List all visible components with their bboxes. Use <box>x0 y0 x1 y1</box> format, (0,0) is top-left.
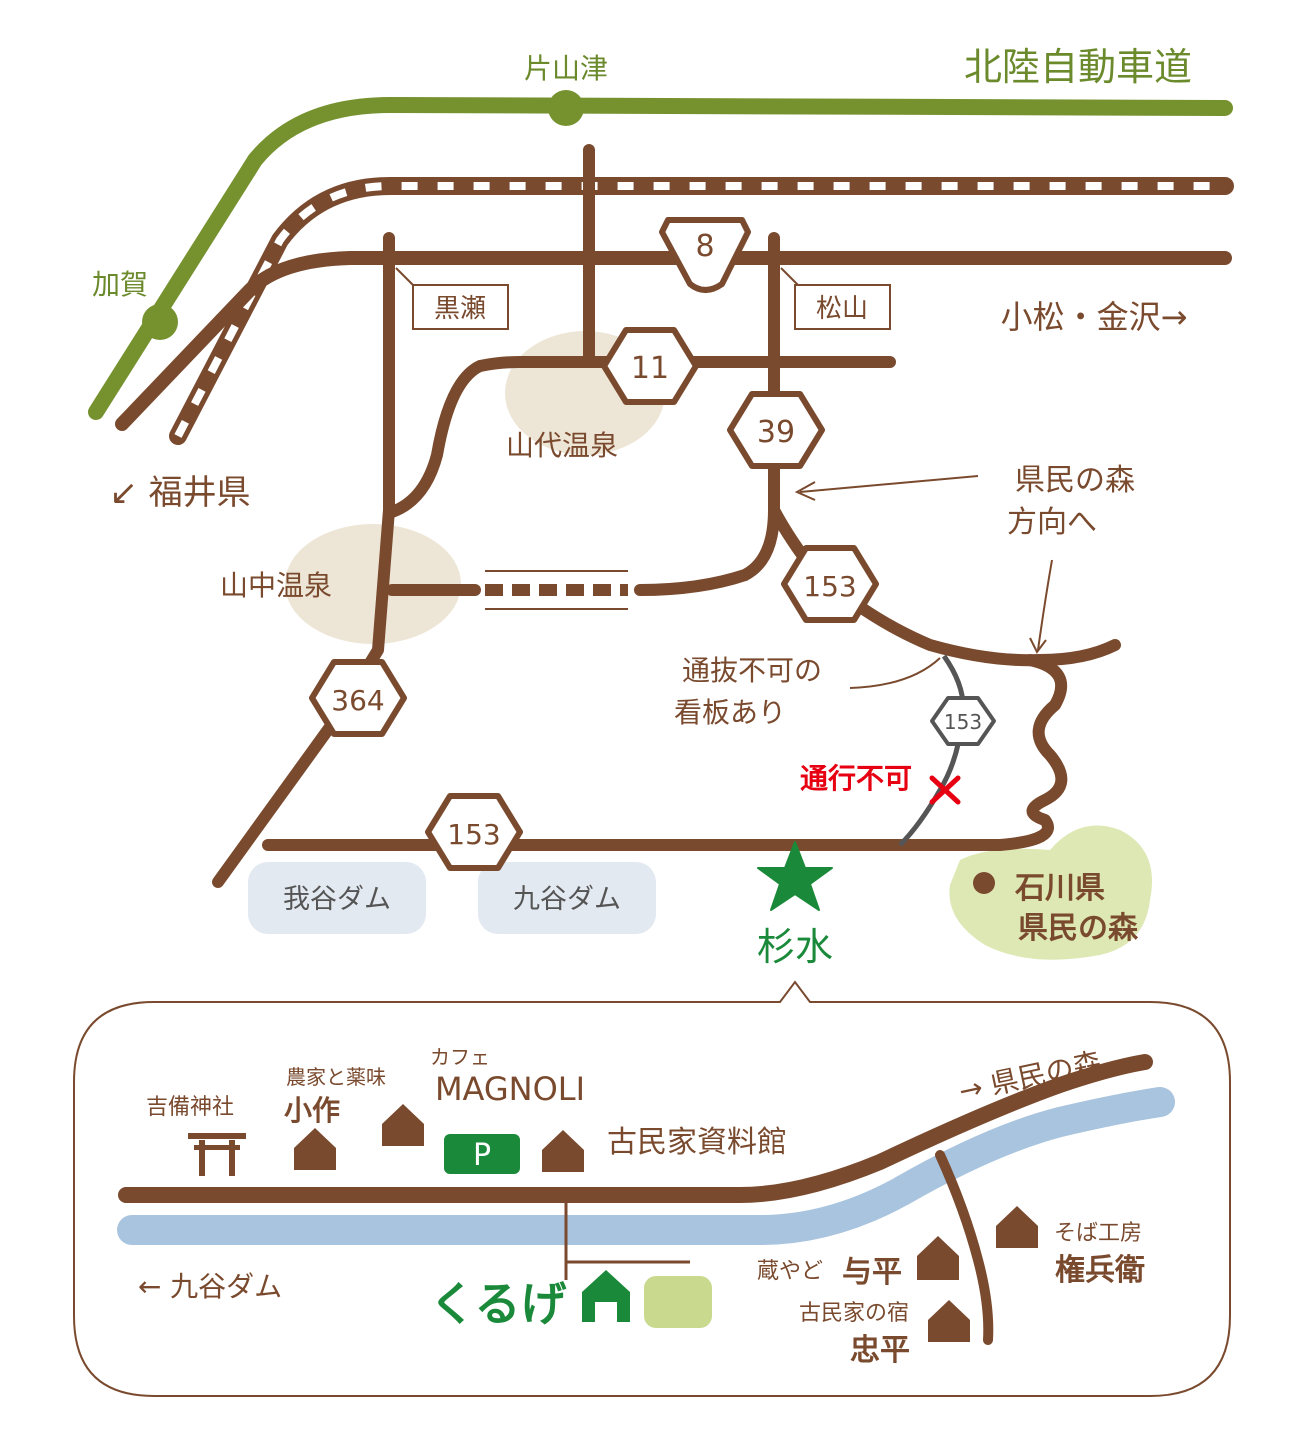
no-pass-label: 通行不可 <box>800 762 912 795</box>
gonbee-house-icon <box>996 1206 1038 1248</box>
museum-house-icon <box>542 1130 584 1172</box>
yamanaka-rail-bridge <box>485 570 628 610</box>
kurose-sign: 黒瀬 <box>395 267 509 330</box>
route-153-north-label: 153 <box>803 570 856 603</box>
gonbee-label: 権兵衛 <box>1055 1253 1145 1288</box>
parking-sign <box>444 1134 520 1174</box>
forest-marker <box>973 872 995 894</box>
no-through-line2: 看板あり <box>674 696 786 729</box>
soba-sub-label: そば工房 <box>1054 1221 1142 1246</box>
kurage-house-icon <box>582 1270 630 1322</box>
route-153-small-label: 153 <box>944 710 982 734</box>
route-153-north-shield: 153 <box>781 545 879 623</box>
closed-road <box>898 654 966 847</box>
kurose-road <box>212 232 395 888</box>
matsuyama-sign: 松山 <box>780 267 891 330</box>
route-11-label: 11 <box>631 351 669 386</box>
railway <box>169 177 1234 445</box>
kaga-ic-marker <box>142 304 178 340</box>
route-8-label: 8 <box>695 229 714 264</box>
forest-line1: 石川県 <box>1014 871 1105 906</box>
yohei-label: 与平 <box>842 1255 902 1290</box>
fukui-label: ↙ 福井県 <box>109 473 250 513</box>
museum-label: 古民家資料館 <box>607 1125 787 1160</box>
kurage-label: くるげ <box>429 1277 566 1331</box>
expressway-line <box>88 96 1233 420</box>
chuhei-house-icon <box>928 1300 970 1342</box>
kutani-dam-label: 九谷ダム <box>513 884 621 915</box>
yohei-sub-label: 蔵やど <box>757 1259 823 1284</box>
route-364-label: 364 <box>331 684 384 717</box>
route-153-small-shield: 153 <box>930 696 996 746</box>
route-39-shield: 39 <box>727 391 825 469</box>
chuhei-label: 忠平 <box>850 1333 910 1368</box>
kenmin-pointer-arrowhead <box>794 481 816 501</box>
kibi-shrine-label: 吉備神社 <box>146 1095 234 1120</box>
kurage-lot <box>644 1276 712 1328</box>
route-39-label: 39 <box>757 415 795 450</box>
kurage-access-road <box>564 1203 690 1280</box>
forest-area <box>949 825 1152 960</box>
kenmin-pointer-line <box>799 475 979 493</box>
forest-road <box>894 654 1068 851</box>
no-through-pointer-line <box>849 657 941 689</box>
forest-line2: 県民の森 <box>1018 911 1139 946</box>
magnoli-house-icon <box>382 1104 424 1146</box>
yamanaka-label: 山中温泉 <box>220 569 332 602</box>
expressway-name: 北陸自動車道 <box>964 45 1192 89</box>
route-153-south-shield: 153 <box>425 793 523 871</box>
wagatani-dam-label: 我谷ダム <box>283 884 391 915</box>
kutani-dam-area <box>478 862 656 934</box>
yohei-house-icon <box>917 1236 959 1280</box>
kenmin-pointer-line-2 <box>1037 559 1053 651</box>
kenmin-direction-line1: 県民の森 <box>1015 463 1135 498</box>
cafe-sub-label: カフェ <box>430 1045 490 1069</box>
kosaku-sub-label: 農家と薬味 <box>286 1065 386 1089</box>
sugimizu-label: 杉水 <box>757 925 833 969</box>
kibi-shrine-torii-icon <box>188 1133 246 1176</box>
to-kutani-label: ← 九谷ダム <box>138 1270 282 1303</box>
no-pass-x-icon <box>929 775 961 805</box>
route-8-road <box>115 251 1232 431</box>
sugimizu-star-icon <box>757 841 833 911</box>
route-11-shield: 11 <box>601 327 699 405</box>
kaga-label: 加賀 <box>92 268 148 301</box>
no-through-line1: 通抜不可の <box>682 654 822 687</box>
magnoli-label: MAGNOLI <box>435 1070 585 1108</box>
komatsu-kanazawa-label: 小松・金沢→ <box>1001 298 1188 336</box>
route-364-shield: 364 <box>309 659 407 737</box>
river <box>117 1087 1175 1245</box>
route-153-south-label: 153 <box>447 818 500 851</box>
route-8-shield: 8 <box>659 217 751 293</box>
yamashiro-label: 山代温泉 <box>506 429 618 462</box>
yamanaka-onsen-area <box>285 524 461 644</box>
chuhei-sub-label: 古民家の宿 <box>799 1301 909 1326</box>
kenmin-direction-line2: 方向へ <box>1007 505 1097 540</box>
route-39-road <box>634 232 780 596</box>
kurose-label: 黒瀬 <box>434 294 486 324</box>
detail-branch-road <box>935 1150 994 1345</box>
matsuyama-label: 松山 <box>816 294 868 324</box>
detail-main-road <box>118 1054 1153 1203</box>
parking-label: P <box>473 1138 491 1173</box>
kosaku-label: 小作 <box>284 1094 340 1127</box>
kosaku-house-icon <box>294 1128 336 1170</box>
katayamazu-ic-marker <box>548 90 584 126</box>
wagatani-dam-area <box>248 862 426 934</box>
katayamazu-label: 片山津 <box>524 52 608 85</box>
kenmin-pointer-arrowhead-2 <box>1029 637 1047 654</box>
route-11-road <box>386 356 896 518</box>
